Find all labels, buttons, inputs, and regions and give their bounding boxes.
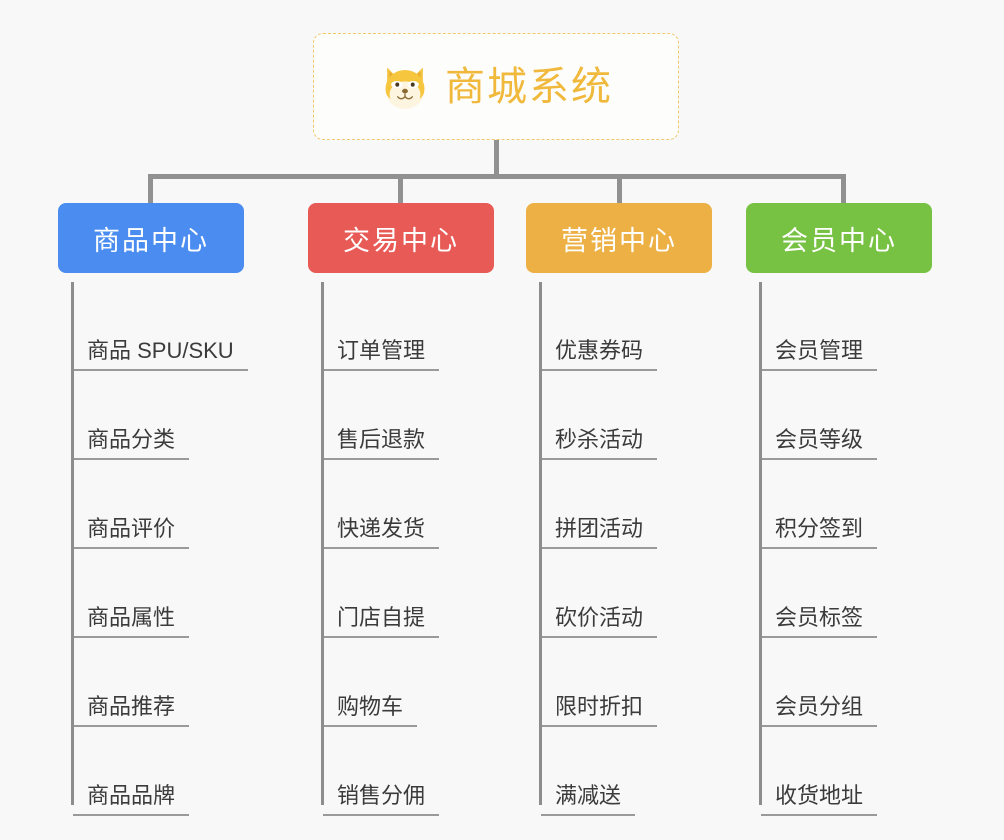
category-column-2: 交易中心 订单管理 售后退款 快递发货 门店自提 购物车 销售分佣	[308, 203, 494, 816]
list-item[interactable]: 商品推荐	[73, 638, 244, 727]
list-item[interactable]: 售后退款	[323, 371, 494, 460]
leaf-label: 快递发货	[323, 516, 440, 549]
connector-drop-1	[148, 174, 153, 206]
category-node-3[interactable]: 营销中心	[526, 203, 712, 273]
connector-root-stem	[494, 140, 499, 177]
list-item[interactable]: 收货地址	[761, 727, 932, 816]
leaf-label: 订单管理	[323, 338, 440, 371]
list-item[interactable]: 商品属性	[73, 549, 244, 638]
list-item[interactable]: 快递发货	[323, 460, 494, 549]
leaf-list-2: 订单管理 售后退款 快递发货 门店自提 购物车 销售分佣	[308, 282, 494, 816]
category-label: 营销中心	[561, 225, 677, 256]
list-item[interactable]: 商品品牌	[73, 727, 244, 816]
category-label: 商品中心	[93, 225, 209, 256]
category-column-3: 营销中心 优惠券码 秒杀活动 拼团活动 砍价活动 限时折扣 满减送	[526, 203, 712, 816]
list-item[interactable]: 销售分佣	[323, 727, 494, 816]
root-title: 商城系统	[445, 64, 613, 109]
leaf-list-1: 商品 SPU/SKU 商品分类 商品评价 商品属性 商品推荐 商品品牌	[58, 282, 248, 816]
leaf-label: 优惠券码	[541, 338, 658, 371]
leaf-label: 积分签到	[761, 516, 878, 549]
list-item[interactable]: 会员标签	[761, 549, 932, 638]
leaf-label: 满减送	[541, 783, 636, 816]
leaf-label: 会员管理	[761, 338, 878, 371]
category-label: 交易中心	[343, 225, 459, 256]
list-item[interactable]: 限时折扣	[541, 638, 712, 727]
list-item[interactable]: 订单管理	[323, 282, 494, 371]
leaf-label: 拼团活动	[541, 516, 658, 549]
leaf-label: 销售分佣	[323, 783, 440, 816]
leaf-label: 商品推荐	[73, 694, 190, 727]
category-node-4[interactable]: 会员中心	[746, 203, 932, 273]
leaf-label: 售后退款	[323, 427, 440, 460]
list-item[interactable]: 秒杀活动	[541, 371, 712, 460]
list-item[interactable]: 会员等级	[761, 371, 932, 460]
leaf-list-3: 优惠券码 秒杀活动 拼团活动 砍价活动 限时折扣 满减送	[526, 282, 712, 816]
list-item[interactable]: 会员分组	[761, 638, 932, 727]
category-node-1[interactable]: 商品中心	[58, 203, 244, 273]
leaf-label: 限时折扣	[541, 694, 658, 727]
connector-drop-3	[617, 174, 622, 206]
list-item[interactable]: 拼团活动	[541, 460, 712, 549]
leaf-spine	[759, 282, 762, 805]
leaf-label: 秒杀活动	[541, 427, 658, 460]
connector-drop-2	[398, 174, 403, 206]
leaf-spine	[539, 282, 542, 805]
leaf-label: 会员等级	[761, 427, 878, 460]
leaf-label: 门店自提	[323, 605, 440, 638]
root-node[interactable]: 商城系统	[313, 33, 679, 140]
dog-face-icon	[379, 61, 431, 113]
list-item[interactable]: 砍价活动	[541, 549, 712, 638]
list-item[interactable]: 门店自提	[323, 549, 494, 638]
list-item[interactable]: 商品 SPU/SKU	[73, 282, 248, 371]
leaf-label: 商品 SPU/SKU	[73, 338, 248, 371]
leaf-spine	[321, 282, 324, 805]
category-column-4: 会员中心 会员管理 会员等级 积分签到 会员标签 会员分组 收货地址	[746, 203, 932, 816]
leaf-list-4: 会员管理 会员等级 积分签到 会员标签 会员分组 收货地址	[746, 282, 932, 816]
list-item[interactable]: 商品评价	[73, 460, 244, 549]
list-item[interactable]: 积分签到	[761, 460, 932, 549]
leaf-label: 购物车	[323, 694, 418, 727]
leaf-label: 商品分类	[73, 427, 190, 460]
connector-bus	[148, 174, 846, 179]
leaf-label: 收货地址	[761, 783, 878, 816]
leaf-label: 商品属性	[73, 605, 190, 638]
list-item[interactable]: 优惠券码	[541, 282, 712, 371]
leaf-label: 商品评价	[73, 516, 190, 549]
category-label: 会员中心	[781, 225, 897, 256]
list-item[interactable]: 商品分类	[73, 371, 244, 460]
category-column-1: 商品中心 商品 SPU/SKU 商品分类 商品评价 商品属性 商品推荐 商品品牌	[58, 203, 248, 816]
leaf-label: 商品品牌	[73, 783, 190, 816]
list-item[interactable]: 满减送	[541, 727, 712, 816]
list-item[interactable]: 购物车	[323, 638, 494, 727]
leaf-label: 会员标签	[761, 605, 878, 638]
leaf-spine	[71, 282, 74, 805]
connector-drop-4	[841, 174, 846, 206]
leaf-label: 会员分组	[761, 694, 878, 727]
leaf-label: 砍价活动	[541, 605, 658, 638]
category-node-2[interactable]: 交易中心	[308, 203, 494, 273]
list-item[interactable]: 会员管理	[761, 282, 932, 371]
